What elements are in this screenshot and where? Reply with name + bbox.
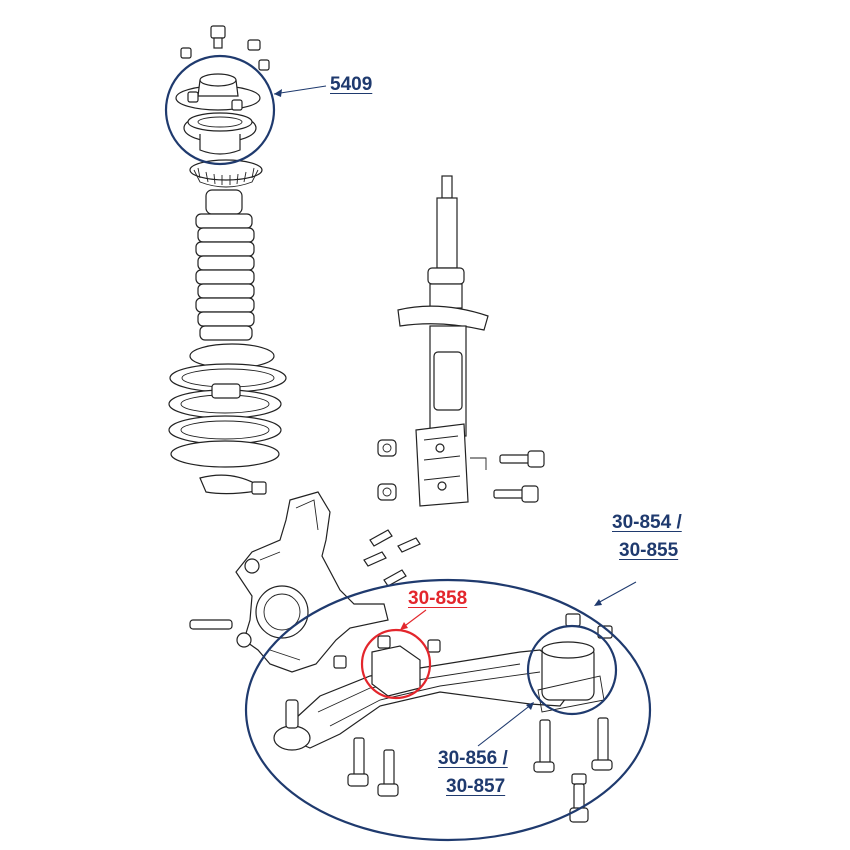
bushing-part-number-line1: 30-856 / (438, 748, 508, 769)
strut-mount-leader (273, 85, 327, 95)
coil-spring (168, 343, 287, 495)
shock-absorber (397, 175, 489, 507)
strut-mount-callout-ring (164, 54, 276, 166)
bushing-part-number-line2: 30-857 (446, 776, 506, 797)
strut-mount-part-number: 5409 (330, 74, 373, 95)
knuckle-bolts (363, 529, 421, 587)
rear-bushing-part-number-line1: 30-854 / (612, 512, 682, 533)
dust-boot (195, 189, 255, 341)
bushing-leader (477, 703, 533, 747)
control-arm-callout-ellipse (244, 578, 652, 842)
steering-knuckle (189, 491, 389, 673)
front-bushing-callout-ring (360, 628, 432, 700)
strut-top-mount (175, 25, 270, 188)
front-bushing-part-number: 30-858 (408, 588, 468, 609)
rear-bushing-leader (595, 581, 637, 605)
bushing-callout-ring (526, 624, 618, 716)
rear-bushing-part-number-line2: 30-855 (619, 540, 679, 561)
lower-control-arm (273, 613, 613, 751)
strut-fasteners (377, 439, 545, 503)
lower-bolts (347, 717, 613, 823)
